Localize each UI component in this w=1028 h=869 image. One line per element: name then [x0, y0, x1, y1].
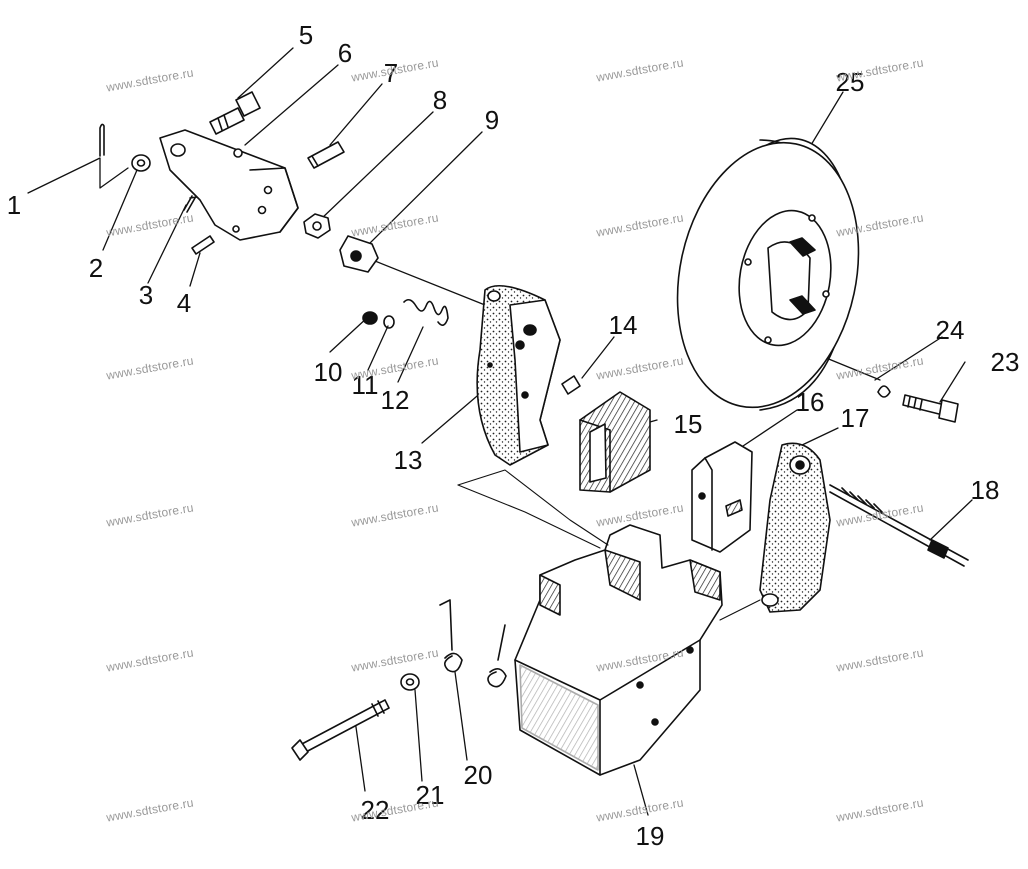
mounting-bolt-part: [209, 91, 261, 135]
caliper-bracket-part: [159, 129, 299, 241]
return-spring-part: [439, 599, 507, 688]
guide-pin-part: [307, 141, 345, 169]
spring-part: [403, 298, 449, 326]
bolt-washer-part: [400, 673, 420, 691]
brake-disc-part: [676, 137, 860, 411]
lock-washer-part: [877, 385, 891, 398]
small-washer-part: [383, 315, 395, 329]
cotter-pin-part: [99, 123, 105, 157]
inner-pad-carrier-part: [759, 442, 831, 613]
small-nut-part: [362, 311, 378, 325]
dowel-pin-part: [191, 235, 215, 255]
caliper-housing-part: [514, 524, 723, 776]
sleeve-part: [339, 235, 379, 273]
long-bolt-part: [291, 699, 390, 761]
retaining-pin-part: [561, 375, 581, 395]
adjusting-rod-part: [829, 484, 969, 567]
outer-pad-carrier-part: [476, 284, 561, 466]
hub-bolt-part: [902, 394, 959, 423]
nut-part: [303, 213, 331, 239]
small-pin-part: [183, 195, 198, 213]
brake-pad-part: [579, 391, 651, 493]
assembly-lines: [457, 469, 761, 621]
inner-pad-part: [691, 441, 753, 553]
washer-part: [131, 154, 151, 172]
